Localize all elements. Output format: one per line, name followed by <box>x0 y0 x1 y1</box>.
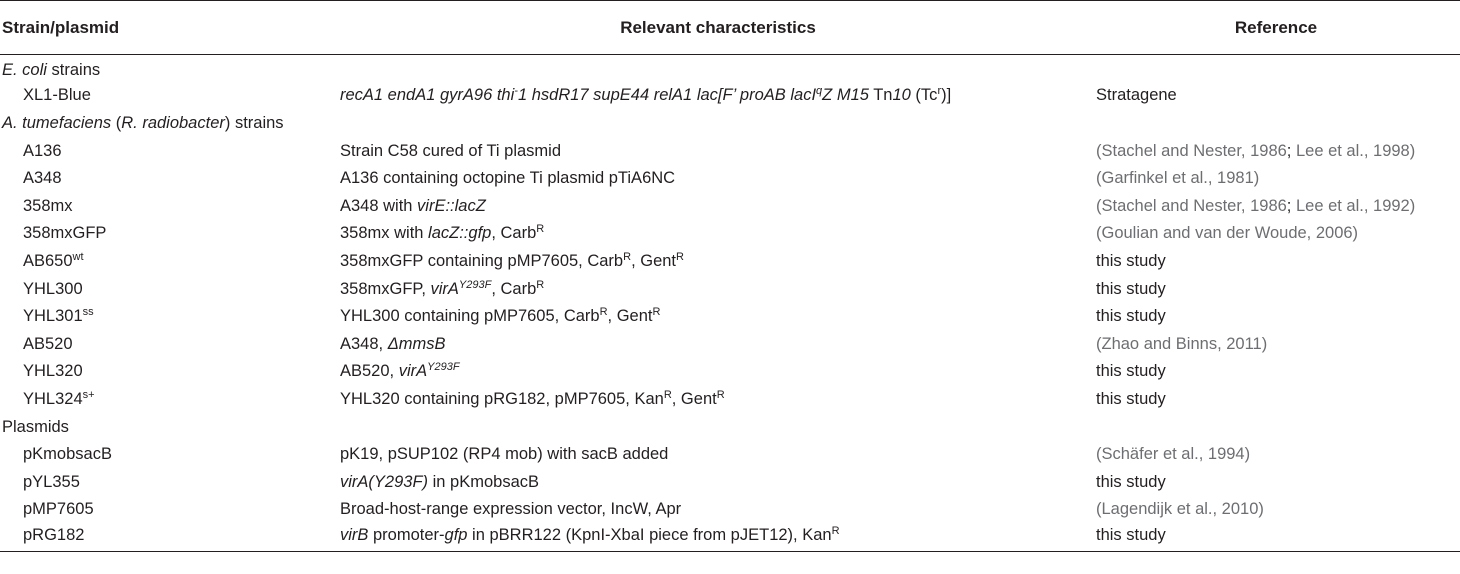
section-label-atumefaciens: A. tumefaciens (R. radiobacter) strains <box>2 113 284 132</box>
reference-cell: this study <box>1096 389 1166 408</box>
strain-name: 358mxGFP <box>23 224 107 243</box>
strain-name: pYL355 <box>23 472 80 491</box>
table-row: AB520 A348, ΔmmsB (Zhao and Binns, 2011) <box>0 330 1460 358</box>
characteristics-cell: 358mx with lacZ::gfp, CarbR <box>340 223 545 243</box>
citation-link[interactable]: Zhao and Binns, 2011 <box>1101 334 1262 353</box>
table-row: XL1-Blue recA1 endA1 gyrA96 thi-1 hsdR17… <box>0 82 1460 110</box>
table-row: 358mxGFP 358mx with lacZ::gfp, CarbR (Go… <box>0 220 1460 248</box>
citation-link[interactable]: Goulian and van der Woude, 2006 <box>1101 224 1353 243</box>
section-row-ecoli: E. coli strains <box>0 55 1460 83</box>
strain-name: AB520 <box>23 334 73 353</box>
strain-name: 358mx <box>23 196 73 215</box>
reference-cell: this study <box>1096 362 1166 381</box>
characteristics-cell: 358mxGFP containing pMP7605, CarbR, Gent… <box>340 250 684 270</box>
characteristics-cell: A136 containing octopine Ti plasmid pTiA… <box>340 169 676 188</box>
reference-cell: this study <box>1096 307 1166 326</box>
reference-cell: this study <box>1096 472 1166 491</box>
citation-link[interactable]: Lee et al., 1998 <box>1295 141 1410 160</box>
section-row-atumefaciens: A. tumefaciens (R. radiobacter) strains <box>0 110 1460 138</box>
table-row: A136 Strain C58 cured of Ti plasmid (Sta… <box>0 137 1460 165</box>
strain-name: pKmobsacB <box>23 445 112 464</box>
characteristics-cell: pK19, pSUP102 (RP4 mob) with sacB added <box>340 445 669 464</box>
characteristics-cell: YHL320 containing pRG182, pMP7605, KanR,… <box>340 388 725 408</box>
strain-name: XL1-Blue <box>23 86 91 105</box>
citation-link[interactable]: Garfinkel et al., 1981 <box>1101 169 1254 188</box>
reference-cell: this study <box>1096 251 1166 270</box>
table-row: YHL320 AB520, virAY293F this study <box>0 358 1460 386</box>
section-label-plasmids: Plasmids <box>2 417 69 436</box>
table-row: 358mx A348 with virE::lacZ (Stachel and … <box>0 192 1460 220</box>
citation-link[interactable]: Lagendijk et al., 2010 <box>1101 500 1259 519</box>
reference-cell: (Zhao and Binns, 2011) <box>1096 334 1268 353</box>
strain-name: A136 <box>23 141 62 160</box>
table-row: AB650wt 358mxGFP containing pMP7605, Car… <box>0 248 1460 276</box>
strain-name: A348 <box>23 169 62 188</box>
characteristics-cell: YHL300 containing pMP7605, CarbR, GentR <box>340 306 661 326</box>
table-row: pYL355 virA(Y293F) in pKmobsacB this stu… <box>0 468 1460 496</box>
strain-name: YHL320 <box>23 362 83 381</box>
reference-cell: (Stachel and Nester, 1986; Lee et al., 1… <box>1096 196 1416 215</box>
reference-cell: (Lagendijk et al., 2010) <box>1096 500 1264 519</box>
characteristics-cell: A348, ΔmmsB <box>340 334 446 353</box>
table-row: A348 A136 containing octopine Ti plasmid… <box>0 165 1460 193</box>
reference-cell: this study <box>1096 279 1166 298</box>
citation-link[interactable]: Lee et al., 1992 <box>1295 196 1410 215</box>
characteristics-cell: 358mxGFP, virAY293F, CarbR <box>340 278 545 298</box>
table-row: pMP7605 Broad-host-range expression vect… <box>0 496 1460 524</box>
strain-name: pMP7605 <box>23 500 94 519</box>
reference-cell: (Stachel and Nester, 1986; Lee et al., 1… <box>1096 141 1416 160</box>
reference-cell: (Goulian and van der Woude, 2006) <box>1096 224 1359 243</box>
table-row: YHL324s+ YHL320 containing pRG182, pMP76… <box>0 386 1460 414</box>
table-row: YHL301ss YHL300 containing pMP7605, Carb… <box>0 303 1460 331</box>
citation-link[interactable]: Stachel and Nester, 1986 <box>1101 141 1287 160</box>
characteristics-cell: virA(Y293F) in pKmobsacB <box>340 472 540 491</box>
citation-link[interactable]: Stachel and Nester, 1986 <box>1101 196 1287 215</box>
table-header: Strain/plasmid Relevant characteristics … <box>0 0 1460 55</box>
characteristics-cell: Broad-host-range expression vector, IncW… <box>340 500 682 519</box>
header-strain: Strain/plasmid <box>0 0 340 55</box>
header-characteristics: Relevant characteristics <box>340 0 1096 55</box>
reference-cell: this study <box>1096 523 1460 552</box>
strains-plasmids-table: Strain/plasmid Relevant characteristics … <box>0 0 1460 552</box>
citation-link[interactable]: Schäfer et al., 1994 <box>1101 445 1245 464</box>
section-row-plasmids: Plasmids <box>0 413 1460 441</box>
characteristics-cell: virB promoter-gfp in pBRR122 (KpnI-XbaI … <box>340 523 1096 552</box>
header-reference: Reference <box>1096 0 1460 55</box>
characteristics-cell: recA1 endA1 gyrA96 thi-1 hsdR17 supE44 r… <box>340 85 952 105</box>
reference-cell: Stratagene <box>1096 86 1177 105</box>
characteristics-cell: A348 with virE::lacZ <box>340 196 486 215</box>
strain-name: pRG182 <box>0 523 340 552</box>
section-label-ecoli: E. coli strains <box>2 61 101 80</box>
characteristics-cell: AB520, virAY293F <box>340 361 460 381</box>
reference-cell: (Garfinkel et al., 1981) <box>1096 169 1260 188</box>
table-row: pKmobsacB pK19, pSUP102 (RP4 mob) with s… <box>0 441 1460 469</box>
strain-name: AB650wt <box>23 250 84 270</box>
characteristics-cell: Strain C58 cured of Ti plasmid <box>340 141 562 160</box>
strain-name: YHL324s+ <box>23 388 95 408</box>
strain-name: YHL301ss <box>23 306 94 326</box>
table-row: pRG182 virB promoter-gfp in pBRR122 (Kpn… <box>0 523 1460 552</box>
table-row: YHL300 358mxGFP, virAY293F, CarbR this s… <box>0 275 1460 303</box>
strain-name: YHL300 <box>23 279 83 298</box>
reference-cell: (Schäfer et al., 1994) <box>1096 445 1251 464</box>
